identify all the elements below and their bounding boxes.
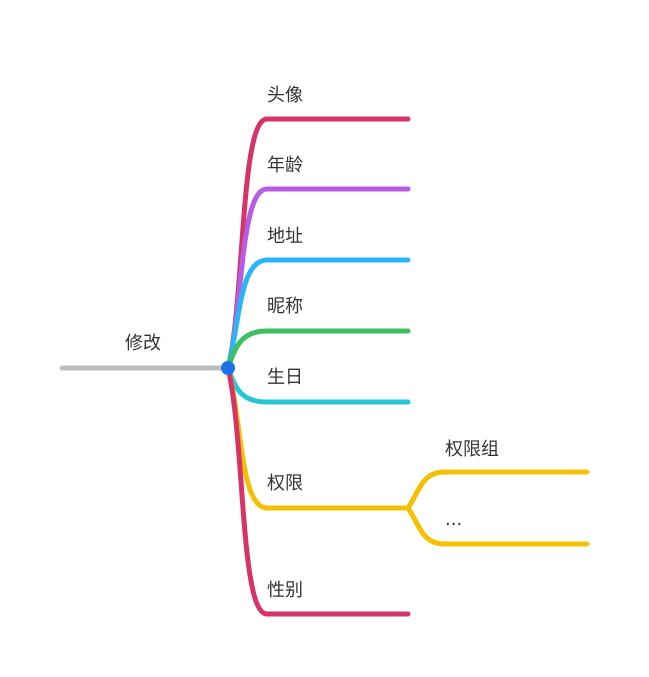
subbranch-label-permission-group[interactable]: 权限组: [445, 439, 499, 460]
branch-label-gender[interactable]: 性别: [267, 580, 303, 601]
subbranch-connector-permission-group: [405, 469, 448, 511]
branch-label-nickname[interactable]: 昵称: [267, 296, 303, 317]
branch-label-address[interactable]: 地址: [267, 226, 303, 247]
root-node-dot[interactable]: [221, 361, 235, 375]
subbranch-connector-ellipsis: [405, 505, 448, 547]
branch-label-age[interactable]: 年龄: [267, 155, 303, 176]
root-label[interactable]: 修改: [125, 333, 161, 354]
branch-connector-gender: [225, 365, 270, 617]
branch-label-head[interactable]: 头像: [267, 85, 303, 106]
subbranch-label-ellipsis[interactable]: ...: [445, 509, 462, 530]
branch-label-permission[interactable]: 权限: [267, 473, 303, 494]
branch-connector-address: [225, 257, 270, 371]
branch-label-birthday[interactable]: 生日: [267, 367, 303, 388]
